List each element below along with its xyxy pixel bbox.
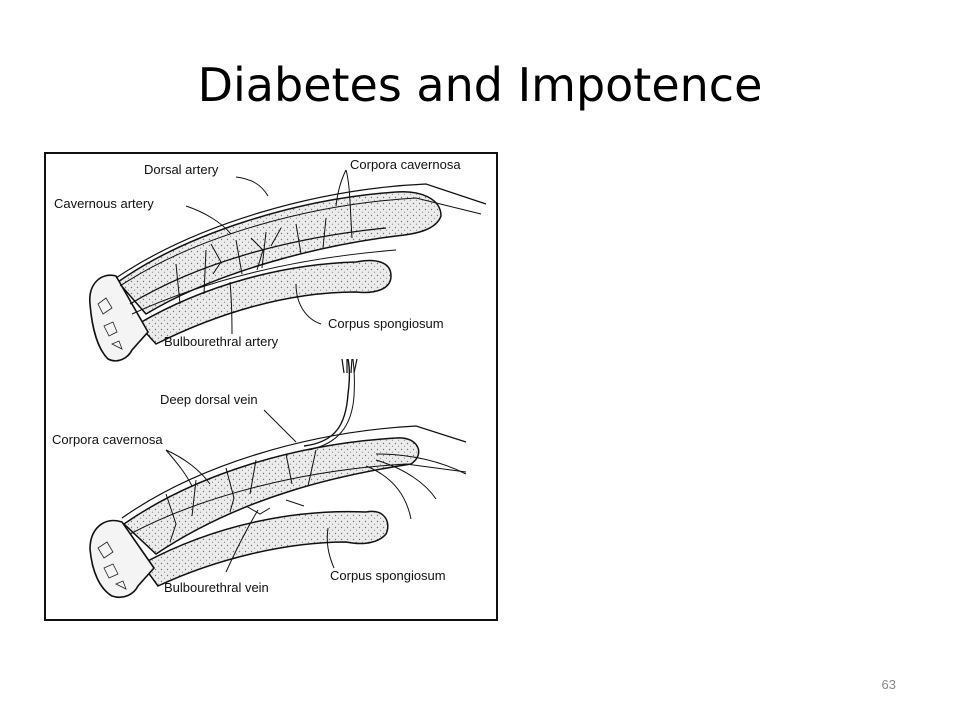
anatomy-illustration: Dorsal artery Corpora cavernosa Cavernou… (52, 157, 487, 599)
slide-title: Diabetes and Impotence (197, 58, 763, 112)
label-dorsal-artery: Dorsal artery (144, 162, 219, 177)
label-bulbourethral-vein: Bulbourethral vein (164, 580, 269, 595)
label-cavernous-artery: Cavernous artery (54, 196, 154, 211)
top-panel-artery-diagram (89, 169, 487, 362)
top-corpus-spongiosum-shape (136, 259, 392, 345)
page-number: 63 (881, 677, 896, 692)
bottom-glans-shape (89, 519, 156, 599)
label-corpus-spongiosum-top: Corpus spongiosum (328, 316, 444, 331)
label-deep-dorsal-vein: Deep dorsal vein (160, 392, 258, 407)
label-corpus-spongiosum-bottom: Corpus spongiosum (330, 568, 446, 583)
label-corpora-cavernosa-top: Corpora cavernosa (350, 157, 461, 172)
bottom-corpus-spongiosum-shape (140, 510, 389, 587)
label-corpora-cavernosa-bottom: Corpora cavernosa (52, 432, 163, 447)
anatomy-figure: Dorsal artery Corpora cavernosa Cavernou… (44, 152, 498, 621)
bottom-panel-vein-diagram (89, 358, 467, 599)
top-glans-shape (89, 274, 149, 362)
label-bulbourethral-artery: Bulbourethral artery (164, 334, 279, 349)
bottom-corpora-cavernosa-shape (122, 437, 420, 555)
